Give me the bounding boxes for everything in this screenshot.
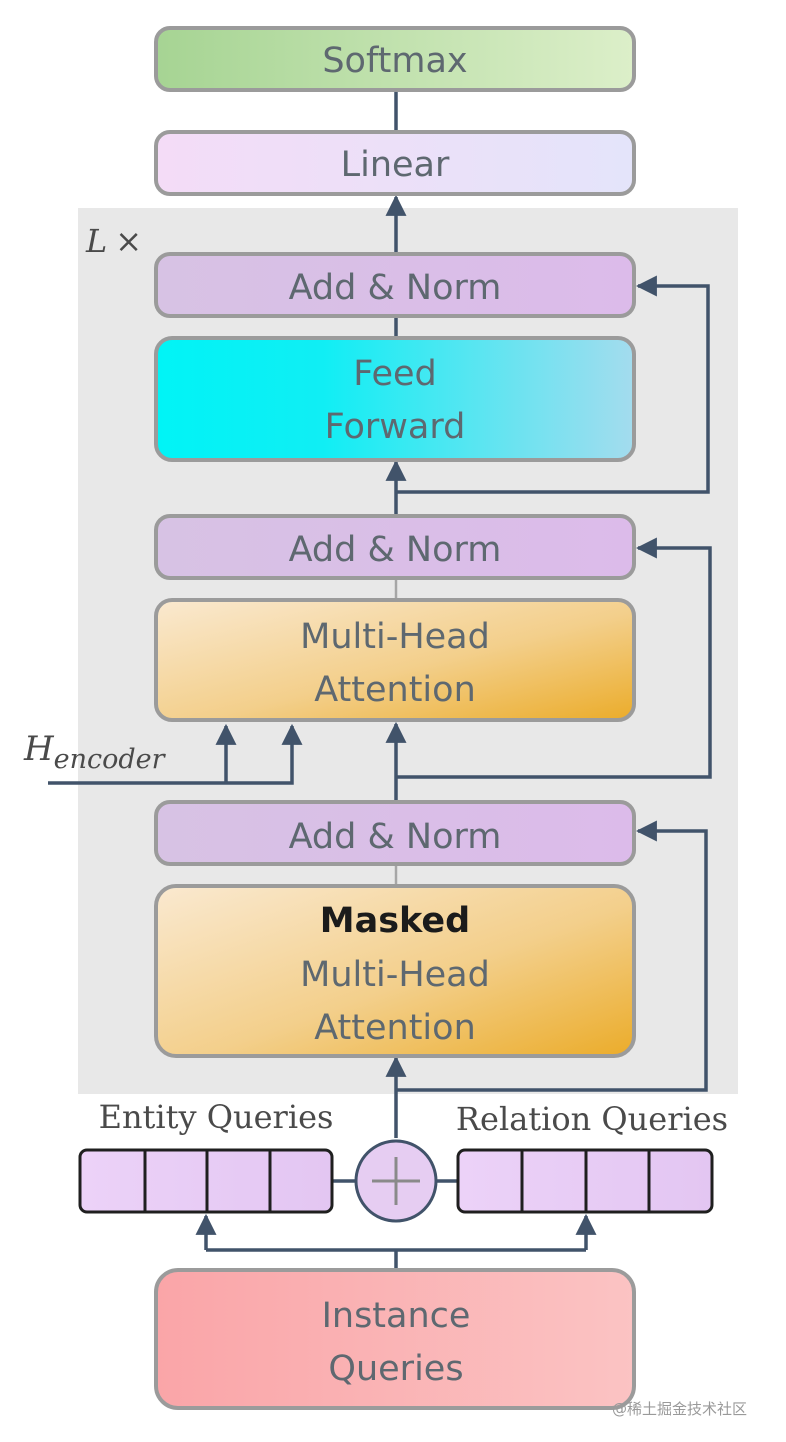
entity-query-strip xyxy=(78,1148,334,1214)
instance-queries-block xyxy=(154,1268,636,1410)
encoder-label: Hencoder xyxy=(23,729,167,775)
add-norm-bottom-block xyxy=(154,800,636,866)
feed-forward-line-2: Forward xyxy=(325,407,466,447)
instance-queries-line-2: Queries xyxy=(328,1349,463,1389)
linear-block xyxy=(154,130,636,196)
masked-attention-line-1: Multi-Head xyxy=(300,955,490,995)
masked-attention-bold: Masked xyxy=(320,901,470,941)
repeat-label: L× xyxy=(85,222,142,260)
feed-forward-block xyxy=(154,336,636,462)
masked-attention-line-2: Attention xyxy=(314,1008,476,1048)
add-norm-bottom-label: Add & Norm xyxy=(289,817,502,857)
relation-query-strip xyxy=(456,1148,714,1214)
linear-label: Linear xyxy=(341,145,450,185)
softmax-label: Softmax xyxy=(322,41,467,81)
connectors xyxy=(48,90,712,1270)
watermark: @稀土掘金技术社区 xyxy=(612,1400,747,1418)
cross-attention-block xyxy=(154,598,636,722)
cross-attention-line-1: Multi-Head xyxy=(300,617,490,657)
relation-queries-label: Relation Queries xyxy=(456,1100,728,1138)
add-norm-top-label: Add & Norm xyxy=(289,268,502,308)
feed-forward-line-1: Feed xyxy=(353,354,437,394)
cross-attention-line-2: Attention xyxy=(314,670,476,710)
add-operator xyxy=(354,1139,438,1223)
masked-attention-block xyxy=(154,884,636,1058)
softmax-block xyxy=(154,26,636,92)
add-norm-top-block xyxy=(154,252,636,318)
add-norm-mid-label: Add & Norm xyxy=(289,530,502,570)
instance-queries-line-1: Instance xyxy=(322,1296,471,1336)
add-norm-mid-block xyxy=(154,514,636,580)
entity-queries-label: Entity Queries xyxy=(99,1098,334,1136)
